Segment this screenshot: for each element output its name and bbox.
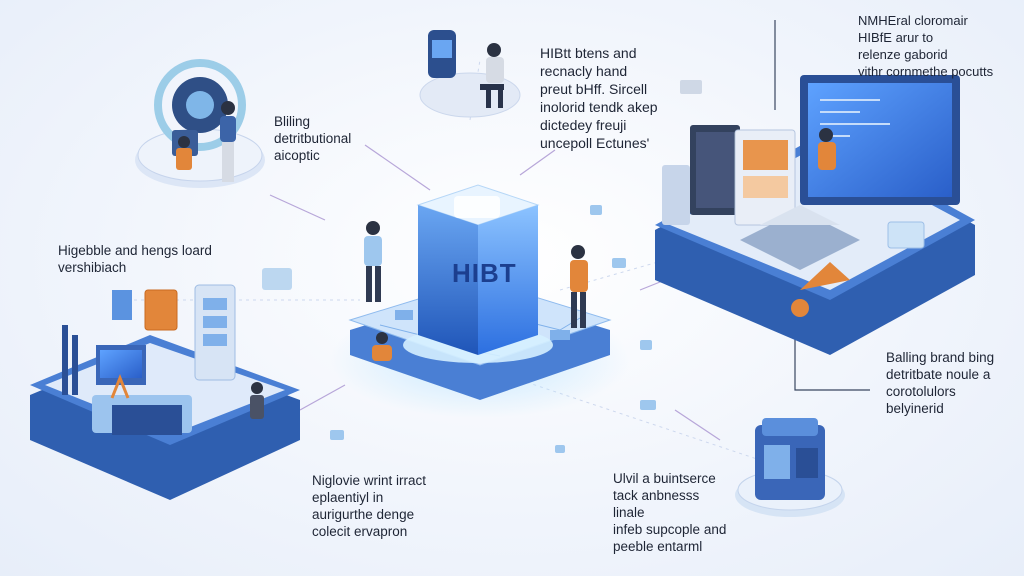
left-station <box>30 284 300 500</box>
central-hub-cube <box>403 184 553 363</box>
top-center-station <box>419 30 521 118</box>
annotation-right: Balling brand bing detritbate noule a co… <box>886 350 995 416</box>
person-body <box>220 116 236 142</box>
annotation-top-center: HIBtt btens and recnacly hand preut bHff… <box>540 45 658 151</box>
annotation-top-left: Bliling detritbutional aicoptic <box>274 114 352 163</box>
connector-bottom-right <box>674 409 721 441</box>
hub-label: HIBT <box>452 258 517 288</box>
connector-top-center <box>519 149 556 176</box>
center-people <box>364 221 588 361</box>
annotation-top-right: NMHEral cloromair HIBfE arur to relenze … <box>858 13 994 79</box>
person-head <box>487 43 501 57</box>
person-head <box>221 101 235 115</box>
top-left-station <box>135 59 265 188</box>
connector-right-elbow <box>794 330 870 391</box>
connector-top-left <box>364 144 431 191</box>
orange-panel <box>144 289 178 331</box>
person-body <box>486 57 504 83</box>
portal-ring <box>154 59 246 151</box>
annotation-bottom-right: Ulvil a buintserce tack anbnesss linale … <box>613 471 727 554</box>
annotation-left: Higebble and hengs loard vershibiach <box>58 243 212 275</box>
cube-top-light <box>454 196 500 218</box>
connector-bottom-left <box>299 384 346 411</box>
bottom-right-station <box>735 418 845 517</box>
right-station <box>655 75 975 355</box>
connector-left-mid <box>269 194 326 221</box>
person-seated <box>176 148 192 170</box>
annotation-bottom-center: Niglovie wrint irract eplaentiyl in auri… <box>312 473 427 539</box>
